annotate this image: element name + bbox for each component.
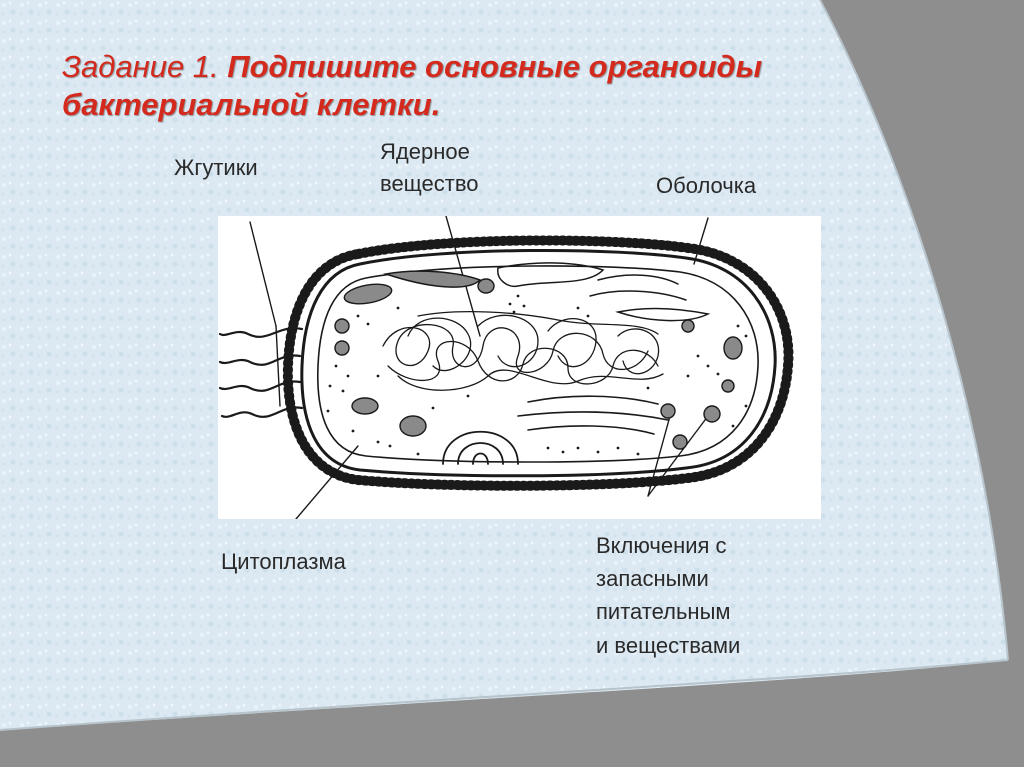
task-text: Подпишите основные органоиды бактериальн… bbox=[62, 49, 763, 122]
task-number: Задание 1. bbox=[62, 49, 219, 84]
mesosome-bottom bbox=[442, 431, 519, 465]
label-flagella: Жгутики bbox=[174, 155, 258, 180]
inclusion-8 bbox=[334, 318, 350, 334]
pointer-inclusion-b bbox=[647, 415, 709, 497]
cell-membrane-inner bbox=[316, 265, 759, 463]
inclusion-1 bbox=[343, 283, 393, 305]
label-inclusions-line1: Включения с bbox=[596, 533, 727, 558]
bacterial-cell-diagram bbox=[218, 215, 794, 520]
flagellum-3 bbox=[218, 380, 302, 392]
slide-title: Задание 1. Подпишите основные органоиды … bbox=[62, 48, 822, 124]
pointer-flagella bbox=[249, 221, 277, 327]
flagellum-1 bbox=[218, 327, 304, 338]
inclusion-4 bbox=[723, 336, 743, 360]
membrane-fold-top-2 bbox=[497, 262, 605, 288]
membrane-fold-top-3 bbox=[589, 274, 687, 301]
pointer-inclusion-a bbox=[647, 415, 671, 497]
flagellum-2 bbox=[218, 354, 302, 366]
inclusion-10 bbox=[477, 278, 495, 294]
inclusion-11 bbox=[681, 319, 695, 333]
label-inclusions-line4: и веществами bbox=[596, 633, 741, 658]
inclusion-5 bbox=[660, 403, 676, 419]
pointer-cytoplasm bbox=[295, 445, 359, 520]
paper-edge-shadow bbox=[819, 0, 1009, 661]
membrane-fold-bottom-1 bbox=[517, 395, 669, 435]
inclusion-12 bbox=[721, 379, 735, 393]
label-membrane: Оболочка bbox=[656, 173, 757, 198]
membrane-fold-top-4 bbox=[615, 307, 711, 322]
nucleoid-dna bbox=[382, 311, 664, 391]
inclusion-9 bbox=[334, 340, 350, 356]
pointer-flagella-2 bbox=[275, 325, 281, 407]
cell-capsule-fringe bbox=[282, 235, 794, 491]
label-cytoplasm: Цитоплазма bbox=[221, 549, 346, 574]
flagellum-4 bbox=[220, 406, 304, 418]
label-nucleoid-line1: Ядерное bbox=[380, 139, 470, 164]
label-nucleoid-line2: вещество bbox=[380, 171, 479, 196]
diagram-panel bbox=[218, 215, 821, 520]
mesosome-top-1 bbox=[383, 270, 482, 288]
pointer-membrane bbox=[693, 217, 709, 265]
inclusion-3 bbox=[399, 415, 427, 437]
inclusion-6 bbox=[703, 405, 721, 423]
label-inclusions-line2: запасными bbox=[596, 566, 709, 591]
inclusion-7 bbox=[672, 434, 688, 450]
inclusion-2 bbox=[351, 397, 379, 415]
cell-wall-outer bbox=[300, 248, 777, 478]
ribosomes bbox=[326, 294, 748, 456]
label-inclusions-line3: питательным bbox=[596, 599, 731, 624]
